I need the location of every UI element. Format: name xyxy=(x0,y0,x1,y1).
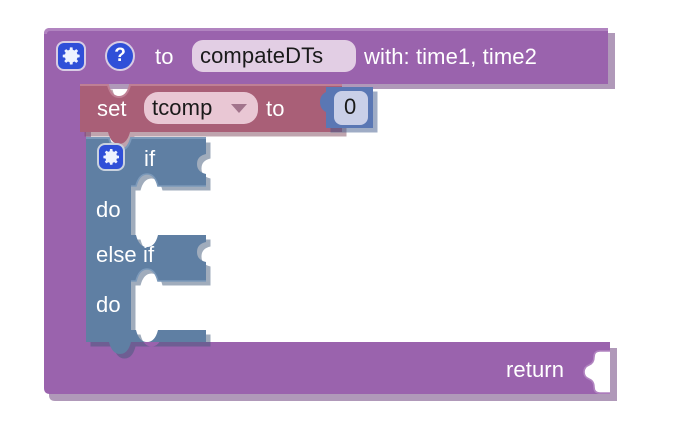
do-label-1: do xyxy=(96,197,121,222)
set-block-shadow xyxy=(84,89,347,149)
set-block-top-highlight xyxy=(80,84,342,99)
set-label: set xyxy=(97,96,127,121)
question-mark-icon[interactable]: ? xyxy=(105,41,135,71)
do-slot-2-highlight xyxy=(131,268,206,282)
do-slot-1-highlight xyxy=(131,173,206,187)
number-block-zero[interactable] xyxy=(318,87,373,128)
if-block-top-highlight xyxy=(86,137,206,152)
set-variable-block[interactable] xyxy=(80,85,342,144)
procedure-name-value: compateDTs xyxy=(200,43,324,68)
if-block-shadow xyxy=(90,142,211,359)
gear-icon[interactable] xyxy=(97,143,125,171)
else-if-label: else if xyxy=(96,242,155,267)
set-to-label: to xyxy=(266,96,285,121)
procedure-name-field[interactable] xyxy=(192,40,356,72)
gear-icon-glyph xyxy=(103,149,119,165)
return-socket-notch xyxy=(584,351,610,393)
number-block-shadow xyxy=(322,91,378,133)
chevron-down-icon[interactable] xyxy=(231,104,247,113)
procedure-top-highlight xyxy=(44,28,608,34)
number-value: 0 xyxy=(344,94,357,119)
do-label-2: do xyxy=(96,292,121,317)
return-socket-outline xyxy=(583,350,610,394)
variable-name-value: tcomp xyxy=(152,95,213,120)
if-else-block[interactable] xyxy=(86,138,206,354)
procedure-block-body[interactable] xyxy=(44,28,610,394)
gear-icon[interactable] xyxy=(56,41,86,71)
if-label: if xyxy=(144,146,156,171)
return-label: return xyxy=(506,357,565,382)
procedure-to-label: to xyxy=(155,44,174,69)
variable-dropdown-field[interactable] xyxy=(144,92,258,124)
question-mark-glyph: ? xyxy=(114,45,126,66)
number-input-field[interactable] xyxy=(334,91,368,125)
procedure-params-label: with: time1, time2 xyxy=(364,44,537,69)
procedure-block-shadow xyxy=(49,33,617,401)
gear-icon-glyph xyxy=(62,47,80,65)
